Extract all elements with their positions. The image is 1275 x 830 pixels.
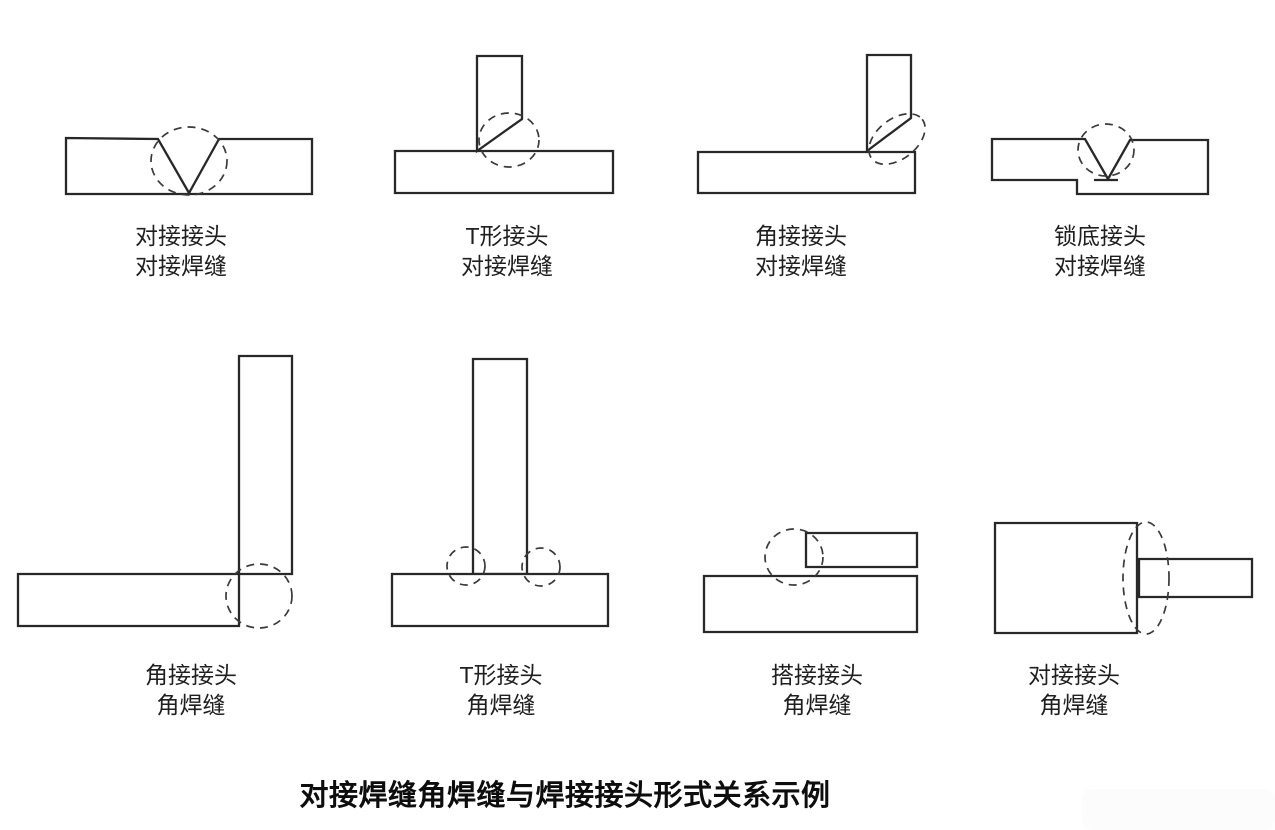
upright-plate bbox=[471, 357, 529, 576]
beveled-upright-plate bbox=[475, 54, 524, 154]
weld-zone-circle bbox=[868, 112, 926, 166]
diagram-lock-bottom-joint-butt-weld bbox=[990, 123, 1210, 196]
weld-zone-circle bbox=[1077, 123, 1135, 177]
weld-zone-circle-right bbox=[521, 547, 561, 587]
weld-zone-circle bbox=[150, 126, 228, 196]
label-fig5-weld: 角焊缝 bbox=[156, 692, 226, 718]
beveled-upright-plate bbox=[865, 53, 913, 154]
weld-zone-circle bbox=[764, 528, 824, 586]
label-fig5: 角接接头 角焊缝 bbox=[145, 660, 237, 720]
thin-plate bbox=[1137, 557, 1254, 599]
label-fig2: T形接头 对接焊缝 bbox=[461, 221, 553, 281]
diagram-t-joint-fillet-weld bbox=[390, 357, 610, 628]
label-fig4-weld: 对接焊缝 bbox=[1054, 253, 1146, 279]
label-fig1-joint: 对接接头 bbox=[135, 223, 227, 249]
label-fig2-joint: T形接头 bbox=[465, 223, 549, 249]
label-fig7: 搭接接头 角焊缝 bbox=[771, 660, 863, 720]
label-fig6-weld: 角焊缝 bbox=[466, 692, 536, 718]
bottom-plate bbox=[702, 574, 919, 634]
base-plate bbox=[393, 149, 615, 195]
label-fig3-weld: 对接焊缝 bbox=[755, 253, 847, 279]
weld-zone-circle bbox=[478, 112, 540, 168]
diagram-corner-joint-fillet-weld bbox=[16, 354, 294, 629]
label-fig7-joint: 搭接接头 bbox=[771, 662, 863, 688]
label-fig6-joint: T形接头 bbox=[459, 662, 543, 688]
weld-zone-circle bbox=[1122, 521, 1170, 635]
stepped-plates-outline bbox=[990, 137, 1210, 196]
thick-block bbox=[993, 521, 1139, 635]
label-fig6: T形接头 角焊缝 bbox=[459, 660, 542, 720]
label-fig3: 角接接头 对接焊缝 bbox=[755, 221, 847, 281]
weld-zone-circle-left bbox=[446, 546, 486, 586]
diagram-lap-joint-fillet-weld bbox=[702, 528, 919, 634]
label-fig8-weld: 角焊缝 bbox=[1039, 692, 1109, 718]
label-fig1: 对接接头 对接焊缝 bbox=[135, 221, 227, 281]
label-fig4: 锁底接头 对接焊缝 bbox=[1054, 221, 1146, 281]
diagram-t-joint-butt-weld bbox=[393, 54, 615, 195]
label-fig8: 对接接头 角焊缝 bbox=[1028, 660, 1120, 720]
base-plate bbox=[16, 572, 241, 628]
label-fig3-joint: 角接接头 bbox=[755, 223, 847, 249]
label-fig1-weld: 对接焊缝 bbox=[135, 253, 227, 279]
label-fig7-weld: 角焊缝 bbox=[782, 692, 852, 718]
top-overlapping-plate bbox=[804, 531, 919, 569]
base-plate bbox=[390, 572, 610, 628]
diagram-corner-joint-butt-weld bbox=[696, 53, 926, 195]
label-fig5-joint: 角接接头 bbox=[145, 662, 237, 688]
plate-with-v-groove bbox=[64, 136, 314, 196]
weld-zone-circle bbox=[225, 563, 293, 629]
label-fig2-weld: 对接焊缝 bbox=[461, 253, 553, 279]
label-fig4-joint: 锁底接头 bbox=[1054, 223, 1146, 249]
diagram-butt-joint-fillet-weld bbox=[993, 521, 1254, 635]
page-title: 对接焊缝角焊缝与焊接接头形式关系示例 bbox=[299, 780, 831, 812]
faint-watermark bbox=[1082, 789, 1275, 830]
label-fig8-joint: 对接接头 bbox=[1028, 662, 1120, 688]
upright-plate bbox=[237, 354, 294, 576]
diagram-butt-joint-butt-weld bbox=[64, 126, 314, 196]
base-plate bbox=[696, 150, 917, 195]
